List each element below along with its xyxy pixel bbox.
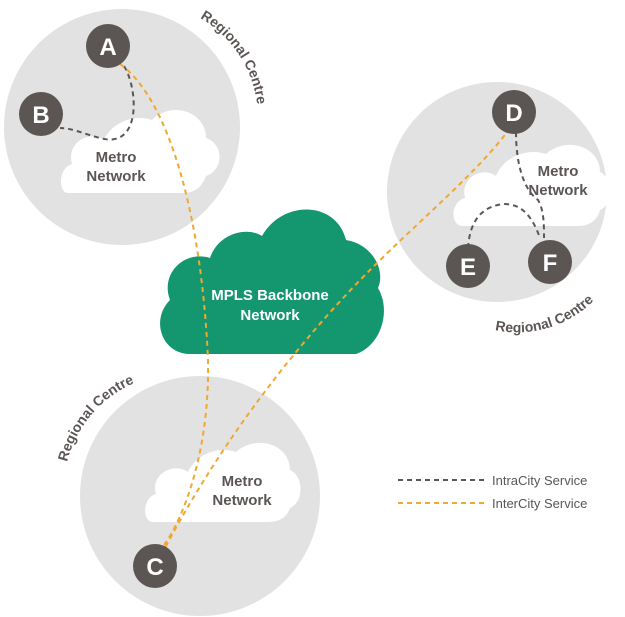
metro-cloud-bottom — [145, 442, 301, 522]
backbone-label-line2: Network — [240, 307, 300, 324]
node-e-circle — [446, 244, 490, 288]
node-e-label: E — [460, 254, 476, 281]
metro-cloud-right — [453, 144, 611, 226]
node-a-circle — [86, 24, 130, 68]
backbone-label-line1: MPLS Backbone — [211, 287, 329, 304]
node-d: D — [492, 90, 536, 134]
node-f-label: F — [543, 250, 558, 277]
node-c-circle — [133, 544, 177, 588]
node-c: C — [133, 544, 177, 588]
intercity-line-d-c — [163, 127, 511, 551]
metro-label-top-left-line2: Network — [86, 168, 146, 185]
metro-label-top-left-line1: Metro — [96, 149, 137, 166]
legend-intercity-label: InterCity Service — [492, 496, 587, 511]
legend: IntraCity Service InterCity Service — [398, 473, 587, 511]
metro-cloud-top-left — [60, 109, 220, 193]
mpls-backbone-cloud — [160, 209, 384, 354]
node-d-label: D — [505, 100, 522, 127]
node-e: E — [446, 244, 490, 288]
metro-label-bottom-line2: Network — [212, 492, 272, 509]
metro-label-bottom-line1: Metro — [222, 473, 263, 490]
metro-label-right-line2: Network — [528, 182, 588, 199]
node-a: A — [86, 24, 130, 68]
node-b-circle — [19, 92, 63, 136]
node-d-circle — [492, 90, 536, 134]
node-f: F — [528, 240, 572, 284]
legend-intracity-label: IntraCity Service — [492, 473, 587, 488]
node-f-circle — [528, 240, 572, 284]
intracity-line-d-f — [515, 131, 545, 239]
node-b: B — [19, 92, 63, 136]
metro-label-right-line1: Metro — [538, 163, 579, 180]
intracity-line-e-f — [467, 202, 541, 249]
node-b-label: B — [32, 102, 49, 129]
node-a-label: A — [99, 34, 116, 61]
node-c-label: C — [146, 554, 163, 581]
intercity-line-a-c — [119, 63, 210, 551]
